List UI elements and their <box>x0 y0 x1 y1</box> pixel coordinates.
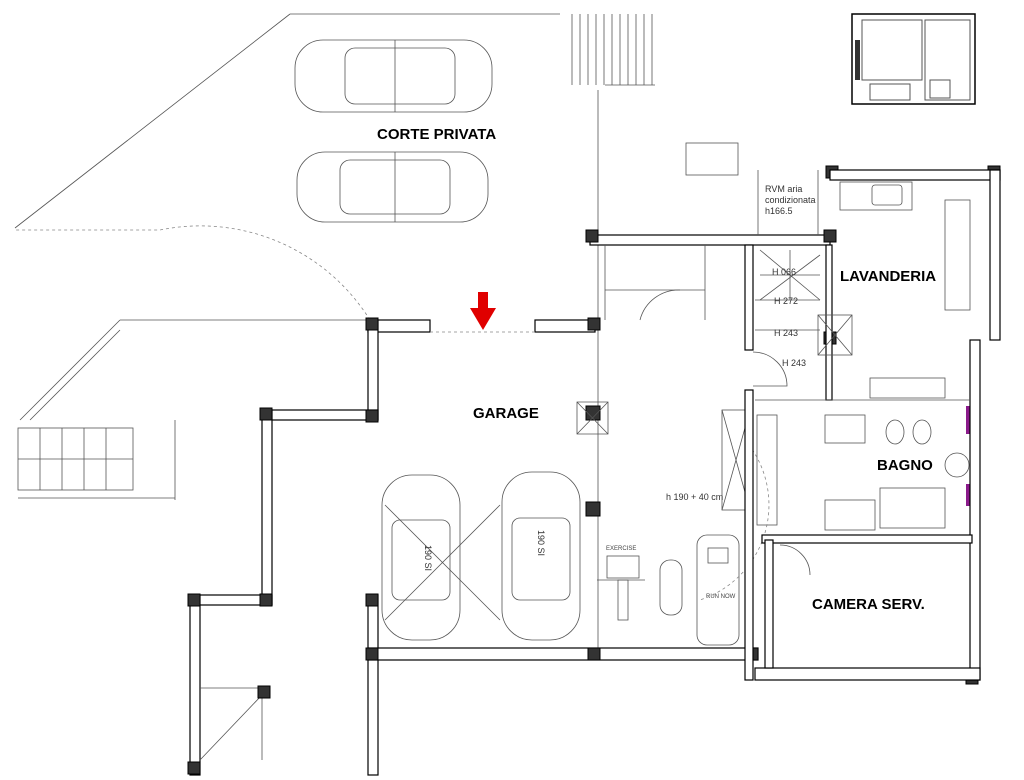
room-label-bagno: BAGNO <box>877 457 933 474</box>
height-h272: H 272 <box>774 296 798 306</box>
parked-car-top-1 <box>294 39 493 113</box>
car-1-label: 190 SI <box>423 545 433 571</box>
storage-cabinets <box>699 409 778 601</box>
equipment-1-label: EXERCISE <box>606 546 636 552</box>
column-cross <box>576 401 609 435</box>
height-note: h 190 + 40 cm <box>666 492 723 502</box>
rvm-line-1: RVM aria <box>765 184 802 194</box>
stairs-spiral <box>759 249 821 301</box>
bathroom-fixtures <box>824 414 970 531</box>
entrance-arrow-icon <box>470 292 496 330</box>
car-2-label: 190 SI <box>536 530 546 556</box>
striped-ramp <box>571 14 653 85</box>
laundry-fixtures <box>817 181 971 399</box>
room-label-camera-serv: CAMERA SERV. <box>812 596 925 613</box>
exterior-stairs <box>17 427 175 499</box>
room-label-corte-privata: CORTE PRIVATA <box>377 126 496 143</box>
gym-equipment <box>597 534 740 646</box>
height-h243-2: H 243 <box>782 358 806 368</box>
courtyard-boundary <box>14 13 655 500</box>
rvm-line-2: condizionata <box>765 195 816 205</box>
height-h243-1: H 243 <box>774 328 798 338</box>
equipment-2-label: RUN NOW <box>706 594 736 600</box>
thumbnail-plan <box>851 13 976 105</box>
parked-car-top-2 <box>296 151 489 223</box>
room-label-garage: GARAGE <box>473 405 539 422</box>
height-h066: H 066 <box>772 267 796 277</box>
garage-walls <box>189 234 831 776</box>
rvm-line-3: h166.5 <box>765 206 793 216</box>
garage-car-2 <box>501 471 581 641</box>
garage-car-1 <box>381 474 501 641</box>
room-label-lavanderia: LAVANDERIA <box>840 268 936 285</box>
service-wing-walls <box>685 142 1001 681</box>
